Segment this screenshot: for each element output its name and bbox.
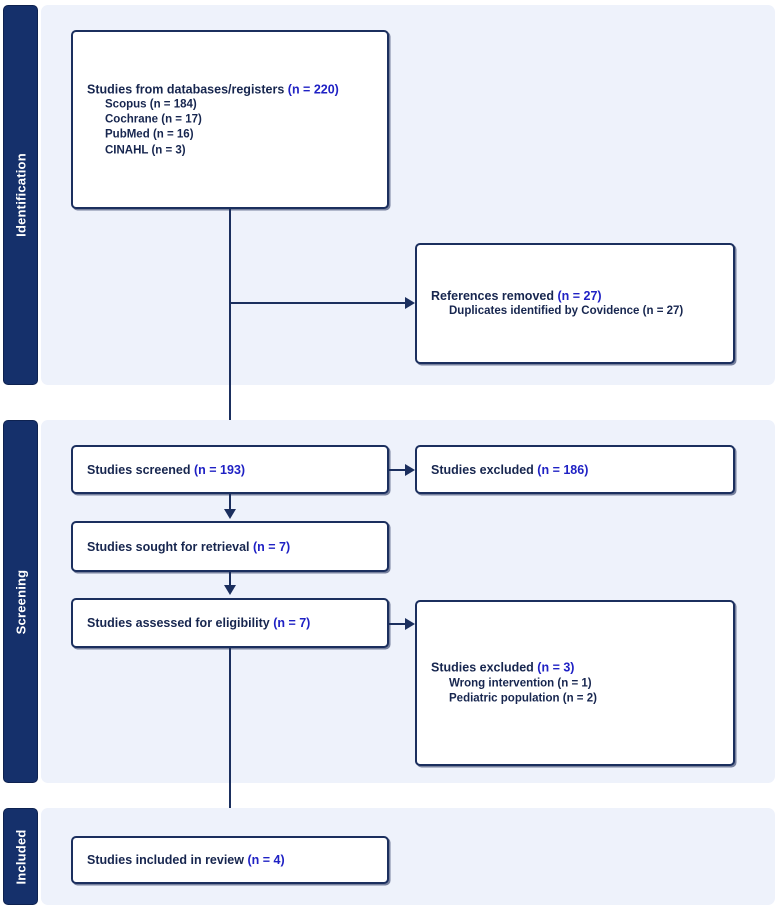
box-studies-excluded-eligibility: Studies excluded (n = 3) Wrong intervent… xyxy=(415,600,735,766)
screened-excluded-count: (n = 186) xyxy=(537,462,589,477)
box-studies-excluded-eligibility-text: Studies excluded (n = 3) Wrong intervent… xyxy=(431,660,723,707)
references-removed-count: (n = 27) xyxy=(557,288,602,303)
databases-title-line: Studies from databases/registers (n = 22… xyxy=(87,81,377,98)
source-name-scopus: Scopus xyxy=(105,98,147,111)
source-line-scopus: Scopus (n = 184) xyxy=(87,97,377,112)
included-review-title: Studies included in review xyxy=(87,852,244,867)
eligibility-excluded-reason-pediatric-population: Pediatric population (n = 2) xyxy=(431,691,723,706)
stage-band-included-label: Included xyxy=(13,828,28,885)
sought-retrieval-count: (n = 7) xyxy=(253,539,291,554)
source-line-pubmed: PubMed (n = 16) xyxy=(87,128,377,143)
source-count-cinahl: (n = 3) xyxy=(151,143,186,156)
connector-screened-to-sought xyxy=(229,494,231,510)
reason-name-wrong-intervention: Wrong intervention xyxy=(449,677,555,690)
source-name-cochrane: Cochrane xyxy=(105,113,159,126)
arrowhead-to-assessed xyxy=(224,585,236,595)
source-name-cinahl: CINAHL xyxy=(105,143,149,156)
eligibility-excluded-title: Studies excluded xyxy=(431,660,534,675)
box-studies-excluded-screening: Studies excluded (n = 186) xyxy=(415,445,735,494)
source-count-cochrane: (n = 17) xyxy=(161,113,202,126)
stage-band-screening-label: Screening xyxy=(13,569,28,634)
stage-band-identification: Identification xyxy=(4,6,37,384)
box-studies-assessed-eligibility: Studies assessed for eligibility (n = 7) xyxy=(71,598,389,648)
references-removed-reason-duplicates: Duplicates identified by Covidence (n = … xyxy=(431,304,723,319)
arrowhead-to-references-removed xyxy=(405,297,415,309)
screened-excluded-title-line: Studies excluded (n = 186) xyxy=(431,461,723,478)
connector-to-references-removed xyxy=(229,302,407,304)
source-line-cochrane: Cochrane (n = 17) xyxy=(87,113,377,128)
sought-retrieval-title: Studies sought for retrieval xyxy=(87,539,250,554)
databases-count: (n = 220) xyxy=(287,81,339,96)
databases-title: Studies from databases/registers xyxy=(87,81,285,96)
box-studies-assessed-eligibility-text: Studies assessed for eligibility (n = 7) xyxy=(87,615,377,632)
connector-sought-to-assessed xyxy=(229,572,231,586)
reason-count-pediatric-population: (n = 2) xyxy=(562,692,597,705)
source-count-pubmed: (n = 16) xyxy=(152,128,194,141)
source-line-cinahl: CINAHL (n = 3) xyxy=(87,143,377,158)
included-review-title-line: Studies included in review (n = 4) xyxy=(87,852,377,869)
references-removed-title-line: References removed (n = 27) xyxy=(431,288,723,305)
references-removed-title: References removed xyxy=(431,288,554,303)
references-removed-reason-name: Duplicates identified by Covidence xyxy=(449,305,640,318)
arrowhead-assessed-to-excluded xyxy=(405,618,415,630)
box-studies-sought-retrieval: Studies sought for retrieval (n = 7) xyxy=(71,521,389,572)
reason-name-pediatric-population: Pediatric population xyxy=(449,692,560,705)
stage-band-screening: Screening xyxy=(4,421,37,782)
box-databases-registers: Studies from databases/registers (n = 22… xyxy=(71,30,389,209)
eligibility-excluded-title-line: Studies excluded (n = 3) xyxy=(431,660,723,677)
box-references-removed: References removed (n = 27) Duplicates i… xyxy=(415,243,735,364)
assessed-eligibility-title: Studies assessed for eligibility xyxy=(87,615,270,630)
box-databases-registers-text: Studies from databases/registers (n = 22… xyxy=(87,81,377,158)
reason-count-wrong-intervention: (n = 1) xyxy=(557,677,592,690)
box-studies-screened: Studies screened (n = 193) xyxy=(71,445,389,494)
box-references-removed-text: References removed (n = 27) Duplicates i… xyxy=(431,288,723,320)
stage-band-included: Included xyxy=(4,809,37,904)
box-studies-screened-text: Studies screened (n = 193) xyxy=(87,461,377,478)
included-review-count: (n = 4) xyxy=(247,852,285,867)
eligibility-excluded-reason-wrong-intervention: Wrong intervention (n = 1) xyxy=(431,676,723,691)
arrowhead-to-sought xyxy=(224,509,236,519)
studies-screened-title-line: Studies screened (n = 193) xyxy=(87,461,377,478)
box-studies-included-review-text: Studies included in review (n = 4) xyxy=(87,852,377,869)
eligibility-excluded-count: (n = 3) xyxy=(537,660,575,675)
box-studies-excluded-screening-text: Studies excluded (n = 186) xyxy=(431,461,723,478)
connector-assessed-to-excluded xyxy=(389,623,407,625)
source-count-scopus: (n = 184) xyxy=(149,98,197,111)
references-removed-reason-count: (n = 27) xyxy=(642,305,684,318)
assessed-eligibility-title-line: Studies assessed for eligibility (n = 7) xyxy=(87,615,377,632)
studies-screened-count: (n = 193) xyxy=(194,462,246,477)
connector-assessed-to-included xyxy=(229,648,231,834)
screened-excluded-title: Studies excluded xyxy=(431,462,534,477)
box-studies-sought-retrieval-text: Studies sought for retrieval (n = 7) xyxy=(87,538,377,555)
arrowhead-screened-to-excluded xyxy=(405,464,415,476)
source-name-pubmed: PubMed xyxy=(105,128,150,141)
connector-screened-to-excluded xyxy=(389,469,407,471)
studies-screened-title: Studies screened xyxy=(87,462,191,477)
box-studies-included-review: Studies included in review (n = 4) xyxy=(71,836,389,884)
connector-databases-trunk xyxy=(229,209,231,445)
assessed-eligibility-count: (n = 7) xyxy=(273,615,311,630)
sought-retrieval-title-line: Studies sought for retrieval (n = 7) xyxy=(87,538,377,555)
stage-band-identification-label: Identification xyxy=(13,153,28,237)
